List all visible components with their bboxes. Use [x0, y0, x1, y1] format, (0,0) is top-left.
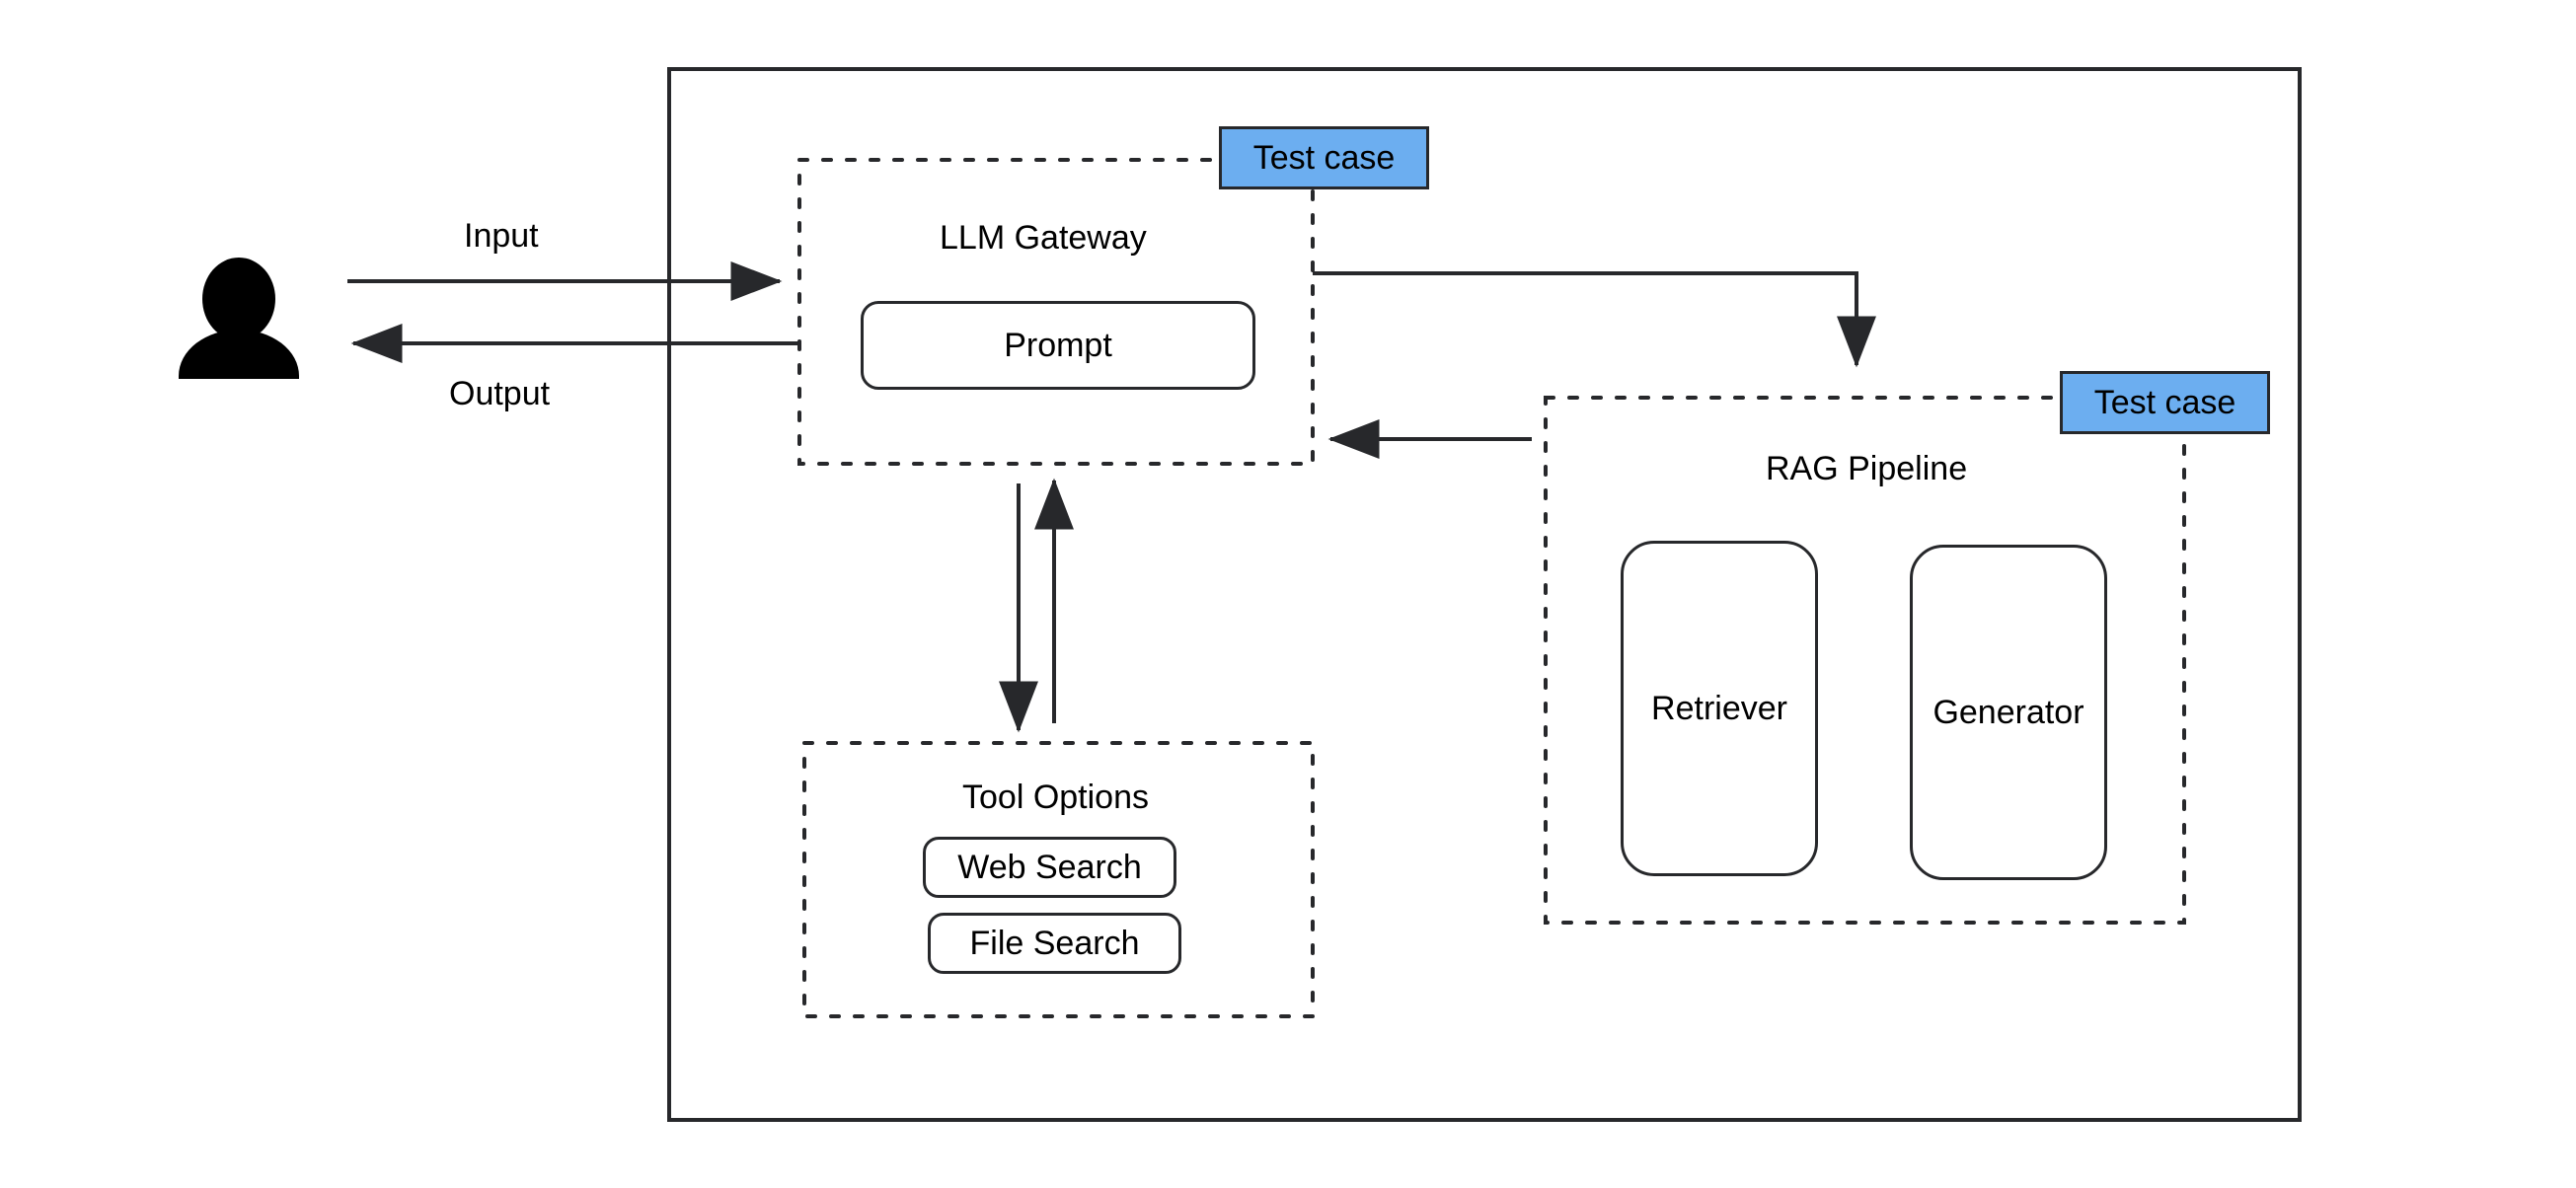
- rag-pipeline-test-case-badge[interactable]: Test case: [2060, 371, 2270, 434]
- gateway-to-rag-arrow: [1313, 271, 1876, 368]
- tool-options-group-border: [802, 741, 1315, 1018]
- generator-node[interactable]: Generator: [1910, 545, 2107, 880]
- llm-gateway-test-case-badge[interactable]: Test case: [1219, 126, 1429, 189]
- person-icon: [179, 258, 299, 379]
- tool-options-title: Tool Options: [962, 779, 1149, 816]
- llm-gateway-group-border: [797, 158, 1315, 466]
- tool-option-web-search[interactable]: Web Search: [923, 837, 1176, 898]
- output-label: Output: [449, 375, 551, 412]
- prompt-node[interactable]: Prompt: [861, 301, 1255, 390]
- tool-option-file-search[interactable]: File Search: [928, 913, 1181, 974]
- rag-pipeline-title: RAG Pipeline: [1766, 450, 1968, 487]
- retriever-node[interactable]: Retriever: [1621, 541, 1818, 876]
- input-label: Input: [464, 217, 539, 255]
- llm-gateway-title: LLM Gateway: [940, 219, 1147, 257]
- rag-pipeline-group-border: [1544, 396, 2186, 925]
